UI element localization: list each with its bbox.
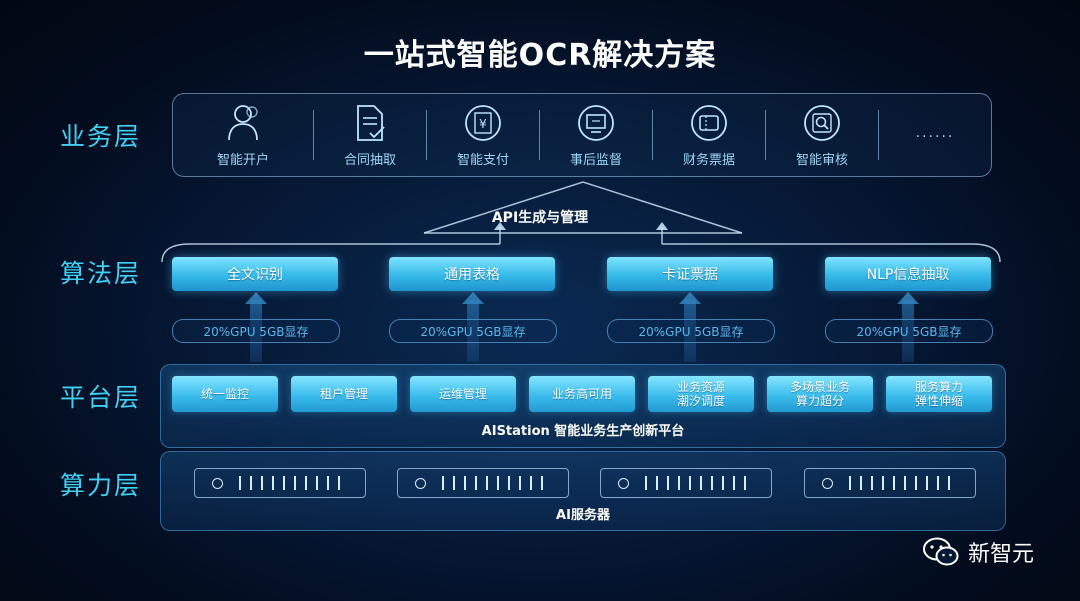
upward-arrow	[467, 300, 479, 362]
platform-item: 业务高可用	[529, 376, 635, 412]
platform-layer-panel: 统一监控 租户管理 运维管理 业务高可用 业务资源 潮汐调度 多场景业务 算力超…	[160, 364, 1006, 448]
platform-item-label-line1: 服务算力	[914, 380, 963, 394]
layer-label-compute: 算力层	[60, 471, 142, 500]
business-item-more: ......	[879, 94, 991, 176]
gpu-resource-pill: 20%GPU 5GB显存	[172, 319, 340, 343]
gpu-resource-pill: 20%GPU 5GB显存	[825, 319, 993, 343]
upward-arrow-head	[462, 292, 484, 304]
business-item-label: 合同抽取	[343, 152, 396, 168]
business-item-label: 财务票据	[682, 152, 735, 168]
server-led-icon	[822, 477, 833, 489]
upward-arrow-head	[897, 292, 919, 304]
platform-item-label: 业务高可用	[551, 387, 612, 401]
divider	[652, 110, 653, 160]
users-icon	[228, 104, 258, 140]
divider	[878, 110, 879, 160]
upward-arrow-head	[679, 292, 701, 304]
api-management-label: API生成与管理	[491, 210, 589, 226]
server-slots-icon	[645, 476, 746, 490]
platform-item-label: 统一监控	[200, 387, 249, 401]
upward-arrow	[684, 300, 696, 362]
server-unit	[804, 468, 976, 498]
layer-label-algorithm: 算法层	[60, 259, 142, 288]
platform-item: 统一监控	[172, 376, 278, 412]
upward-arrow-head	[245, 292, 267, 304]
algorithm-nlp-extraction: NLP信息抽取	[825, 257, 991, 291]
server-led-icon	[618, 477, 629, 489]
platform-item: 服务算力 弹性伸缩	[886, 376, 992, 412]
divider	[765, 110, 766, 160]
server-slots-icon	[239, 476, 340, 490]
divider	[539, 110, 540, 160]
platform-item-label: 租户管理	[319, 387, 368, 401]
business-item: ¥ 智能支付	[427, 94, 539, 176]
divider	[426, 110, 427, 160]
compute-layer-panel: AI服务器	[160, 451, 1006, 531]
yuan-coin-icon: ¥	[465, 104, 501, 141]
svg-text:¥: ¥	[479, 117, 487, 131]
compute-name: AI服务器	[556, 508, 610, 523]
business-item: 合同抽取	[314, 94, 426, 176]
platform-item: 业务资源 潮汐调度	[648, 376, 754, 412]
business-item-label: 智能支付	[456, 152, 509, 168]
business-layer-panel: 智能开户 合同抽取 ¥ 智能支付 事后监督	[172, 93, 992, 177]
divider	[313, 110, 314, 160]
document-check-icon	[357, 104, 385, 141]
upward-arrow	[902, 300, 914, 362]
server-slots-icon	[442, 476, 543, 490]
server-unit	[600, 468, 772, 498]
platform-item-label-line2: 弹性伸缩	[914, 394, 963, 408]
monitor-icon	[578, 104, 614, 141]
platform-item: 租户管理	[291, 376, 397, 412]
business-item-label: 智能开户	[216, 152, 269, 168]
platform-item-label-line1: 多场景业务	[789, 380, 850, 394]
platform-item: 运维管理	[410, 376, 516, 412]
platform-item-label-line2: 算力超分	[795, 394, 844, 408]
more-ellipsis: ......	[915, 125, 955, 141]
business-item: 智能开户	[173, 94, 313, 176]
business-item: 财务票据	[653, 94, 765, 176]
layer-label-platform: 平台层	[60, 383, 142, 412]
business-item: 智能审核	[766, 94, 878, 176]
business-item: 事后监督	[540, 94, 652, 176]
gpu-resource-pill: 20%GPU 5GB显存	[607, 319, 775, 343]
server-led-icon	[415, 477, 426, 489]
server-led-icon	[212, 477, 223, 489]
gpu-resource-pill: 20%GPU 5GB显存	[389, 319, 557, 343]
platform-item-label-line1: 业务资源	[676, 380, 725, 394]
business-item-label: 事后监督	[569, 152, 622, 168]
wechat-icon	[923, 537, 959, 566]
server-unit	[194, 468, 366, 498]
server-slots-icon	[849, 476, 950, 490]
algorithm-general-table: 通用表格	[389, 257, 555, 291]
search-review-icon	[804, 104, 840, 141]
platform-name: AIStation 智能业务生产创新平台	[481, 424, 685, 439]
page-title: 一站式智能OCR解决方案	[363, 38, 717, 73]
upward-arrow	[250, 300, 262, 362]
watermark: 新智元	[922, 536, 1034, 568]
platform-item-label: 运维管理	[438, 387, 487, 401]
watermark-text: 新智元	[968, 542, 1035, 567]
layer-label-business: 业务层	[60, 122, 142, 151]
algorithm-card-receipt: 卡证票据	[607, 257, 773, 291]
server-unit	[397, 468, 569, 498]
algorithm-full-text-recognition: 全文识别	[172, 257, 338, 291]
platform-item: 多场景业务 算力超分	[767, 376, 873, 412]
business-item-label: 智能审核	[795, 152, 848, 168]
receipt-icon	[691, 104, 727, 141]
platform-item-label-line2: 潮汐调度	[676, 394, 725, 408]
